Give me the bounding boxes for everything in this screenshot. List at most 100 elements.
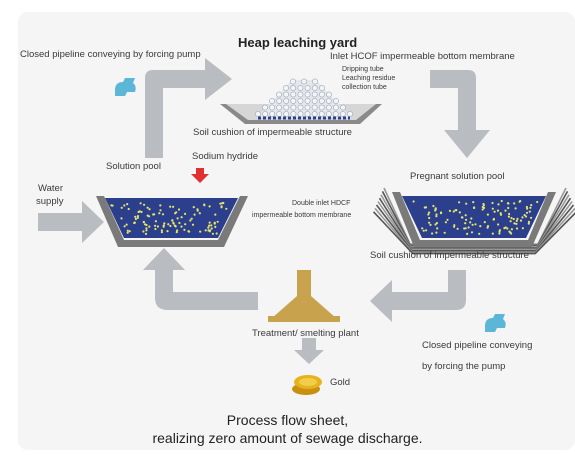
sludge-dot [464,214,467,217]
sludge-dot [161,213,165,216]
sludge-dot [207,226,210,229]
sludge-dot [190,217,193,220]
sludge-dot [158,212,161,215]
sludge-dot [216,220,219,223]
sludge-dot [127,207,130,211]
sludge-dot [154,220,157,223]
sludge-dot [207,229,210,232]
sludge-dot [160,229,163,232]
sludge-dot [196,208,199,211]
residue-lump [340,104,346,111]
sludge-dot [136,216,139,219]
sludge-dot [427,213,430,216]
sludge-dot [518,200,521,203]
sludge-dot [193,213,196,216]
pump-icon [115,78,136,96]
sludge-dot [423,206,426,209]
sludge-dot [159,209,162,212]
sludge-dot [470,231,474,234]
sludge-dot [221,202,224,205]
sludge-dot [183,228,186,231]
sludge-dot [478,232,481,235]
sludge-dot [125,223,128,226]
sludge-dot [506,227,509,230]
membrane-layer-line [372,211,575,255]
label-water-supply-1: Water [38,183,63,194]
pregnant-solution-pool [372,187,575,255]
sludge-dot [139,202,142,205]
arrow-plant-to-pool [143,248,258,310]
residue-lump [304,91,311,98]
residue-lump [318,91,325,98]
sludge-dot [422,229,425,232]
sludge-dot [198,212,201,215]
sludge-dot [154,224,157,227]
residue-lump [290,111,297,117]
sludge-dot [507,215,510,218]
heap-leaching-yard [220,78,382,124]
residue-lump [318,111,325,117]
sludge-dot [492,218,495,221]
sludge-dot [210,227,213,230]
residue-lump [297,104,304,111]
sludge-dot [460,216,463,219]
sludge-dot [521,216,524,219]
sludge-dot [530,216,533,219]
sludge-dot [435,231,438,234]
sludge-dot [482,204,485,207]
residue-lump [276,111,283,117]
sludge-dot [525,211,529,214]
residue-lump [269,111,276,117]
sludge-dot [142,230,145,233]
residue-lump [326,91,332,98]
sludge-dot [180,216,183,219]
label-double-inlet-2: impermeable bottom membrane [252,212,352,219]
sludge-dot [146,214,149,217]
residue-lump [304,111,311,117]
sludge-dot [208,221,211,224]
label-collection-tube: collection tube [342,84,387,91]
residue-lump [301,78,307,85]
residue-lump [311,104,318,111]
sludge-dot [486,213,489,216]
sludge-dot [515,222,518,225]
sludge-dot [145,229,148,232]
sludge-dot [425,229,428,232]
sludge-dot [479,225,482,228]
residue-lump [304,85,311,91]
solution-pool [96,196,248,247]
residue-lump [290,98,297,104]
residue-lump [325,98,332,104]
sludge-dot [448,209,451,212]
residue-lump [262,111,268,117]
residue-lump [255,111,261,117]
label-sodium-hydride: Sodium hydride [192,151,259,162]
sludge-dot [528,210,531,213]
sludge-dot [509,220,512,223]
label-pipeline-top: Closed pipeline conveying by forcing pum… [20,49,201,60]
residue-lump [283,98,290,104]
residue-lump [325,104,332,111]
sludge-dot [133,221,136,225]
sludge-dot [452,210,455,213]
label-soil-cushion-top: Soil cushion of impermeable structure [193,127,352,138]
sludge-dot [473,206,476,210]
sludge-dot [469,221,472,224]
sludge-dot [486,226,489,229]
residue-lump [283,104,290,111]
sludge-dot [208,224,211,227]
residue-lump [297,111,304,117]
residue-lump [269,98,275,104]
sludge-dot [138,210,141,213]
sludge-dot [491,207,494,210]
sludge-dot [431,232,434,235]
label-soil-cushion-right: Soil cushion of impermeable structure [370,250,529,261]
sludge-dot [516,217,519,220]
sludge-dot [527,222,530,225]
residue-lump [332,104,339,111]
membrane-layer-line [378,197,572,249]
sludge-dot [180,225,183,228]
sludge-dot [215,232,218,235]
sludge-dot [456,227,459,230]
sludge-dot [210,224,213,227]
